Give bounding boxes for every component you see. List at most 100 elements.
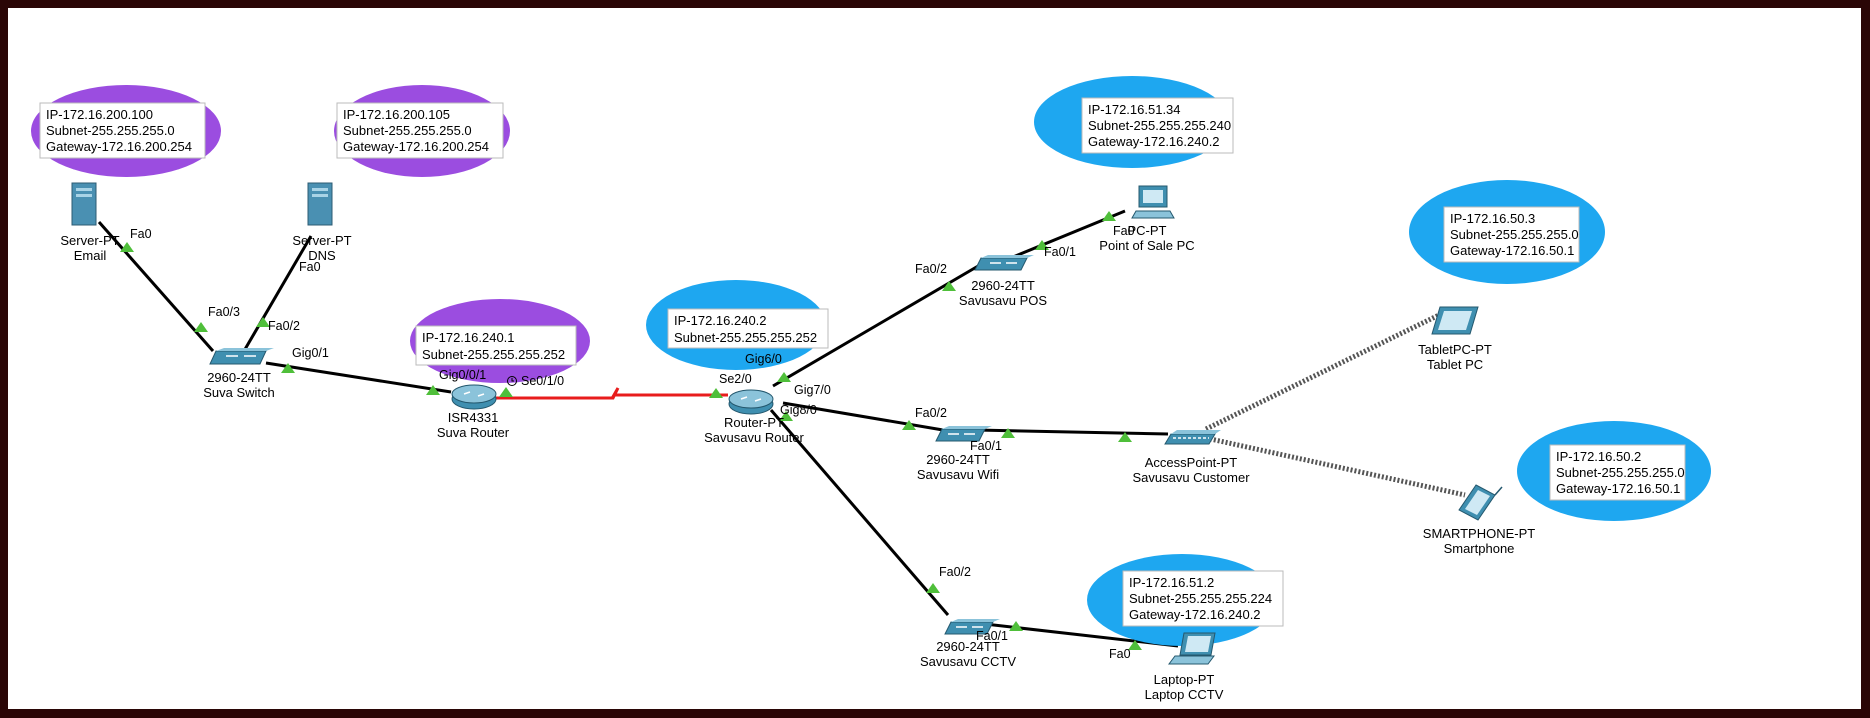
note-gateway: Gateway-172.16.240.2 [1088,134,1220,149]
port-labels: Fa0 Fa0 Fa0/3 Fa0/2 Gig0/1 Gig0/0/1 Se0/… [130,224,1135,661]
tablet-icon [1431,306,1479,335]
pc-icon [1131,185,1175,219]
device-model: 2960-24TT [936,639,1000,654]
link-serial-suva-savusavu[interactable] [495,387,728,400]
note-pos[interactable]: IP-172.16.51.34 Subnet-255.255.255.240 G… [1034,76,1234,168]
note-gateway: Gateway-172.16.240.2 [1129,607,1261,622]
note-subnet: Subnet-255.255.255.252 [674,330,817,345]
device-dns-server[interactable]: Server-PT DNS [292,182,352,263]
device-smartphone[interactable]: SMARTPHONE-PT Smartphone [1423,484,1535,556]
port-label: Fa0/1 [1044,245,1076,259]
switch-icon [944,619,1000,635]
device-model: 2960-24TT [926,452,990,467]
port-label: Fa0/2 [268,319,300,333]
note-ip: IP-172.16.50.3 [1450,211,1535,226]
note-ip: IP-172.16.51.2 [1129,575,1214,590]
device-model: Server-PT [292,233,351,248]
device-model: AccessPoint-PT [1145,455,1238,470]
port-label: Fa0/2 [915,262,947,276]
note-subnet: Subnet-255.255.255.252 [422,347,565,362]
port-marker [777,372,791,382]
laptop-icon [1168,632,1216,665]
device-wifi-switch[interactable]: 2960-24TT Savusavu Wifi [917,426,999,482]
port-marker [1118,432,1132,442]
link-dns-switch[interactable] [242,235,313,352]
device-laptop[interactable]: Laptop-PT Laptop CCTV [1145,632,1224,702]
wireless-link-tablet [1204,309,1447,432]
device-suva-router[interactable]: ISR4331 Suva Router [437,384,510,440]
note-savusavu-router[interactable]: IP-172.16.240.2 Subnet-255.255.255.252 [646,280,829,370]
device-name: Savusavu POS [959,293,1047,308]
note-email[interactable]: IP-172.16.200.100 Subnet-255.255.255.0 G… [31,85,221,177]
note-subnet: Subnet-255.255.255.240 [1088,118,1231,133]
note-laptop[interactable]: IP-172.16.51.2 Subnet-255.255.255.224 Ga… [1087,554,1284,646]
note-ip: IP-172.16.51.34 [1088,102,1181,117]
device-model: TabletPC-PT [1418,342,1492,357]
device-savusavu-router[interactable]: Router-PT Savusavu Router [704,389,805,445]
server-icon [307,182,333,226]
port-label: Fa0/1 [970,439,1002,453]
port-marker [779,411,793,421]
note-smartphone[interactable]: IP-172.16.50.2 Subnet-255.255.255.0 Gate… [1517,421,1711,521]
port-label: Fa0/1 [976,629,1008,643]
port-marker [120,242,134,252]
note-ip: IP-172.16.240.2 [674,313,767,328]
device-model: PC-PT [1128,223,1167,238]
port-marker [1035,240,1049,250]
device-pos-switch[interactable]: 2960-24TT Savusavu POS [959,255,1047,308]
device-pos-pc[interactable]: PC-PT Point of Sale PC [1099,185,1195,253]
link-sav-cctv-switch[interactable] [769,409,950,616]
port-marker [709,388,723,398]
device-name: Suva Router [437,425,510,440]
router-icon [728,389,774,415]
note-suva-router[interactable]: IP-172.16.240.1 Subnet-255.255.255.252 [410,299,590,383]
device-name: Savusavu CCTV [920,654,1016,669]
device-name: Email [74,248,107,263]
router-icon [451,384,497,410]
port-marker [256,317,270,327]
port-marker [1001,428,1015,438]
note-subnet: Subnet-255.255.255.224 [1129,591,1272,606]
note-subnet: Subnet-255.255.255.0 [343,123,472,138]
device-name: Smartphone [1444,541,1515,556]
port-marker [281,363,295,373]
port-marker [942,281,956,291]
note-ip: IP-172.16.200.105 [343,107,450,122]
link-email-switch[interactable] [97,221,215,352]
server-icon [71,182,97,226]
switch-icon [209,348,274,365]
device-name: Savusavu Router [704,430,804,445]
port-marker [499,387,513,397]
note-dns[interactable]: IP-172.16.200.105 Subnet-255.255.255.0 G… [334,85,510,177]
access-point-icon [1164,430,1221,445]
note-tablet[interactable]: IP-172.16.50.3 Subnet-255.255.255.0 Gate… [1409,180,1605,284]
topology-canvas[interactable]: IP-172.16.200.100 Subnet-255.255.255.0 G… [8,8,1861,709]
port-label: Fa0 [299,260,321,274]
note-subnet: Subnet-255.255.255.0 [1450,227,1579,242]
port-label: Gig8/0 [780,403,817,417]
port-label: Fa0/2 [915,406,947,420]
wireless-link-smartphone [1205,435,1466,498]
device-model: Router-PT [724,415,784,430]
port-marker [902,420,916,430]
link-sav-wifi-switch[interactable] [782,401,944,432]
port-label: Fa0 [1109,647,1131,661]
device-access-point[interactable]: AccessPoint-PT Savusavu Customer [1132,430,1250,485]
device-suva-switch[interactable]: 2960-24TT Suva Switch [203,348,275,400]
device-email-server[interactable]: Server-PT Email [60,182,120,263]
note-ip: IP-172.16.50.2 [1556,449,1641,464]
note-ip: IP-172.16.200.100 [46,107,153,122]
link-switch-suva-router[interactable] [265,361,452,394]
port-marker [194,322,208,332]
device-tablet[interactable]: TabletPC-PT Tablet PC [1418,306,1492,372]
device-name: Point of Sale PC [1099,238,1194,253]
port-label: Gig0/0/1 [439,368,486,382]
note-gateway: Gateway-172.16.50.1 [1450,243,1574,258]
port-label: Se0/1/0 [521,374,564,388]
device-cctv-switch[interactable]: 2960-24TT Savusavu CCTV [920,619,1016,669]
device-name: Laptop CCTV [1145,687,1224,702]
switch-icon [935,426,992,442]
note-gateway: Gateway-172.16.50.1 [1556,481,1680,496]
port-label: Gig7/0 [794,383,831,397]
device-model: 2960-24TT [207,370,271,385]
